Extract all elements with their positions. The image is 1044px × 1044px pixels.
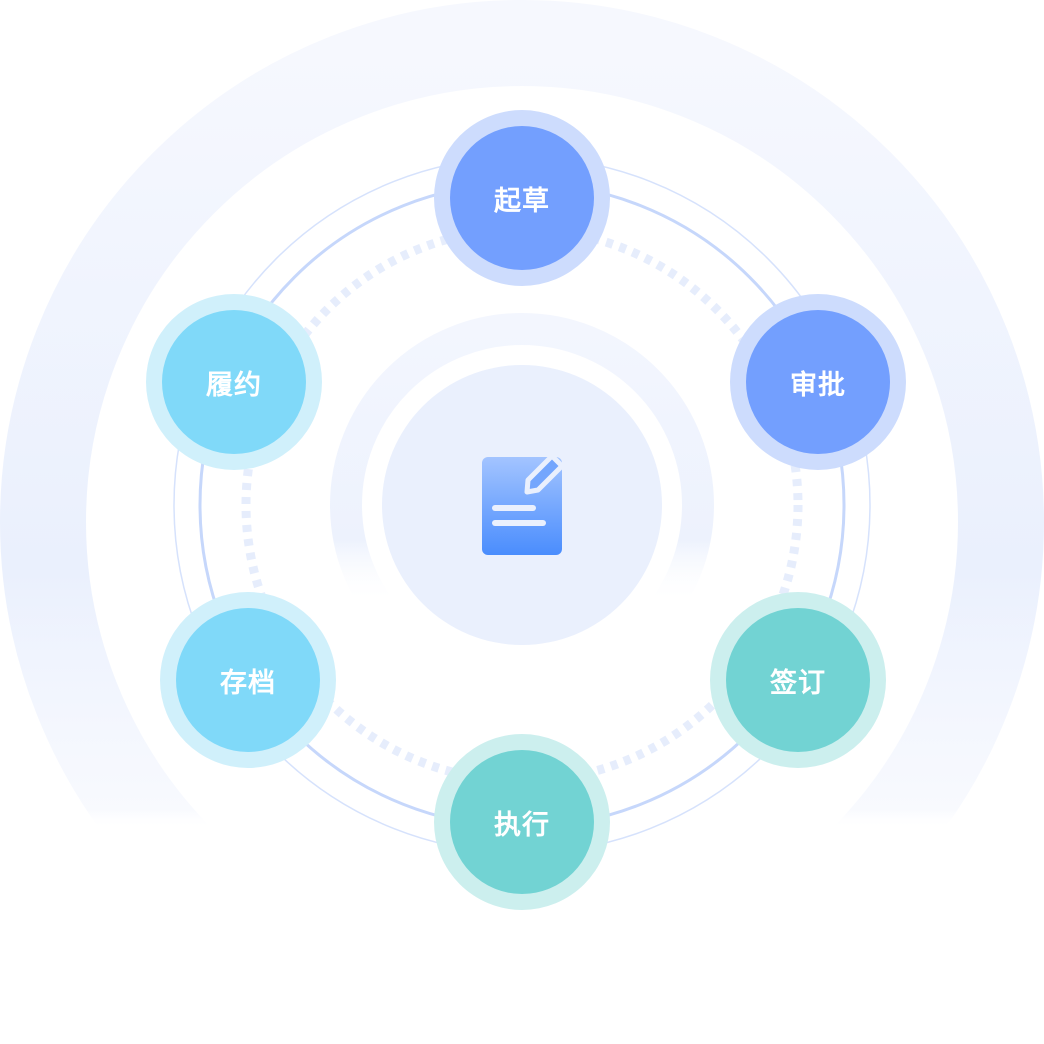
stage-label: 签订 (726, 608, 870, 752)
stage-node-4[interactable]: 执行 (434, 734, 610, 910)
stage-label: 审批 (746, 310, 890, 454)
stage-node-6[interactable]: 履约 (146, 294, 322, 470)
center-glow-ring (330, 313, 714, 697)
stage-label: 存档 (176, 608, 320, 752)
stage-label: 起草 (450, 126, 594, 270)
stage-node-5[interactable]: 存档 (160, 592, 336, 768)
stage-node-2[interactable]: 审批 (730, 294, 906, 470)
stage-node-3[interactable]: 签订 (710, 592, 886, 768)
stage-label: 履约 (162, 310, 306, 454)
stage-node-1[interactable]: 起草 (434, 110, 610, 286)
stage-label: 执行 (450, 750, 594, 894)
orbit-dashed (241, 224, 803, 786)
document-edit-icon (482, 453, 565, 555)
